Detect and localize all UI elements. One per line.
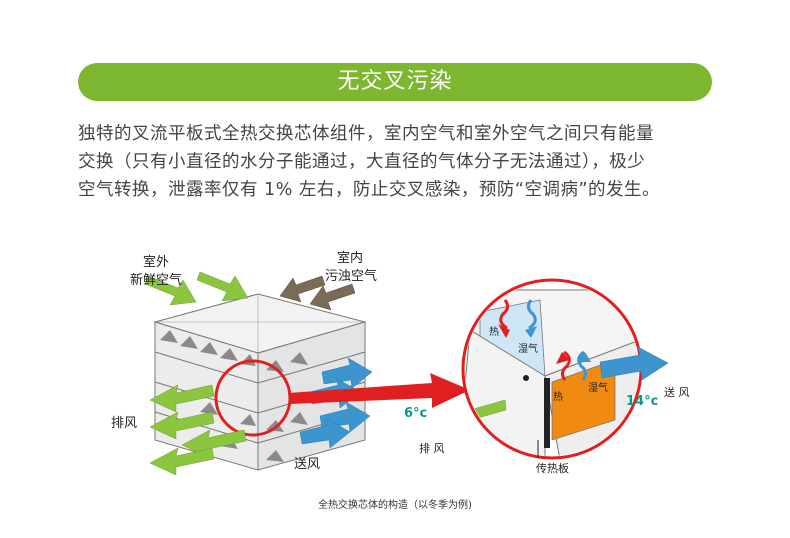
left-temperature: 6°c: [404, 406, 427, 421]
dirty-air-arrows: [279, 275, 356, 311]
description-paragraph: 独特的叉流平板式全热交换芯体组件，室内空气和室外空气之间只有能量 交换（只有小直…: [78, 120, 718, 204]
zoom-exhaust-label: 排 风: [419, 441, 445, 455]
paragraph-line: 空气转换，泄露率仅有 1% 左右，防止交叉感染，预防“空调病”的发生。: [78, 180, 661, 200]
zoom-humidity-label: 湿气: [518, 342, 538, 355]
diagram-caption: 全热交换芯体的构造（以冬季为例): [318, 500, 472, 511]
right-temperature: 14°c: [626, 394, 658, 409]
zoom-pointer-arrow: [288, 373, 470, 408]
heat-humidity-flow: [498, 299, 591, 381]
paragraph-line: 交换（只有小直径的水分子能通过，大直径的气体分子无法通过），极少: [78, 152, 646, 172]
zoom-heat-label: 热: [489, 325, 499, 338]
supply-label: 送风: [294, 457, 320, 472]
zoom-humidity-label-2: 湿气: [588, 381, 608, 394]
fresh-air-arrows: [144, 271, 249, 476]
zoom-supply-label: 送 风: [664, 385, 690, 399]
page-title: 无交叉污染: [337, 69, 453, 94]
exhaust-label: 排风: [111, 416, 137, 431]
outdoor-label-2: 新鲜空气: [130, 272, 182, 288]
zoom-heat-label-2: 热: [553, 390, 563, 403]
outdoor-label-1: 室外: [143, 254, 169, 270]
paragraph-line: 独特的叉流平板式全热交换芯体组件，室内空气和室外空气之间只有能量: [78, 124, 654, 144]
zoom-detail: [461, 278, 643, 460]
indoor-label-1: 室内: [337, 250, 363, 266]
title-banner: 无交叉污染: [78, 63, 712, 101]
heat-plate-label: 传热板: [536, 461, 569, 475]
indoor-label-2: 污浊空气: [325, 268, 377, 284]
zoom-supply-arrow: [599, 346, 669, 381]
